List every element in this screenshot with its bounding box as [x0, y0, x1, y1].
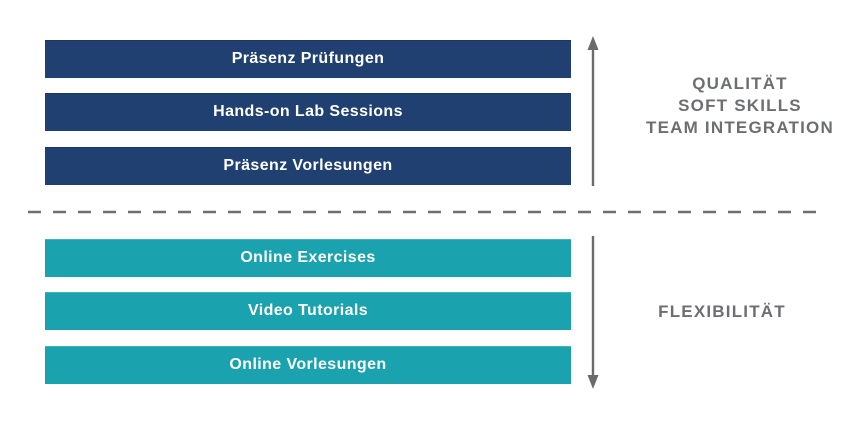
side-label-line: QUALITÄT	[692, 74, 788, 93]
bar-label: Hands-on Lab Sessions	[213, 103, 403, 120]
bar-label: Video Tutorials	[247, 302, 369, 319]
side-label-line: TEAM INTEGRATION	[646, 118, 834, 137]
bar-label: Präsenz Vorlesungen	[223, 157, 393, 174]
dashed-divider	[28, 210, 822, 214]
quality-side-label: QUALITÄT SOFT SKILLS TEAM INTEGRATION	[620, 73, 850, 139]
side-label-line: SOFT SKILLS	[678, 96, 802, 115]
bar-praesenz-vorlesungen: Präsenz Vorlesungen	[45, 147, 571, 185]
arrow-up-icon	[587, 36, 599, 186]
bar-label: Online Vorlesungen	[229, 356, 387, 373]
side-label-line: FLEXIBILITÄT	[658, 302, 786, 321]
flexibility-side-label: FLEXIBILITÄT	[602, 301, 842, 323]
bar-label: Online Exercises	[240, 249, 376, 266]
bar-label: Präsenz Prüfungen	[231, 50, 385, 67]
bar-online-vorlesungen: Online Vorlesungen	[45, 346, 571, 384]
arrow-down-icon	[587, 236, 599, 389]
bar-praesenz-pruefungen: Präsenz Prüfungen	[45, 40, 571, 78]
bar-hands-on-lab-sessions: Hands-on Lab Sessions	[45, 93, 571, 131]
bar-online-exercises: Online Exercises	[45, 239, 571, 277]
bar-video-tutorials: Video Tutorials	[45, 292, 571, 330]
